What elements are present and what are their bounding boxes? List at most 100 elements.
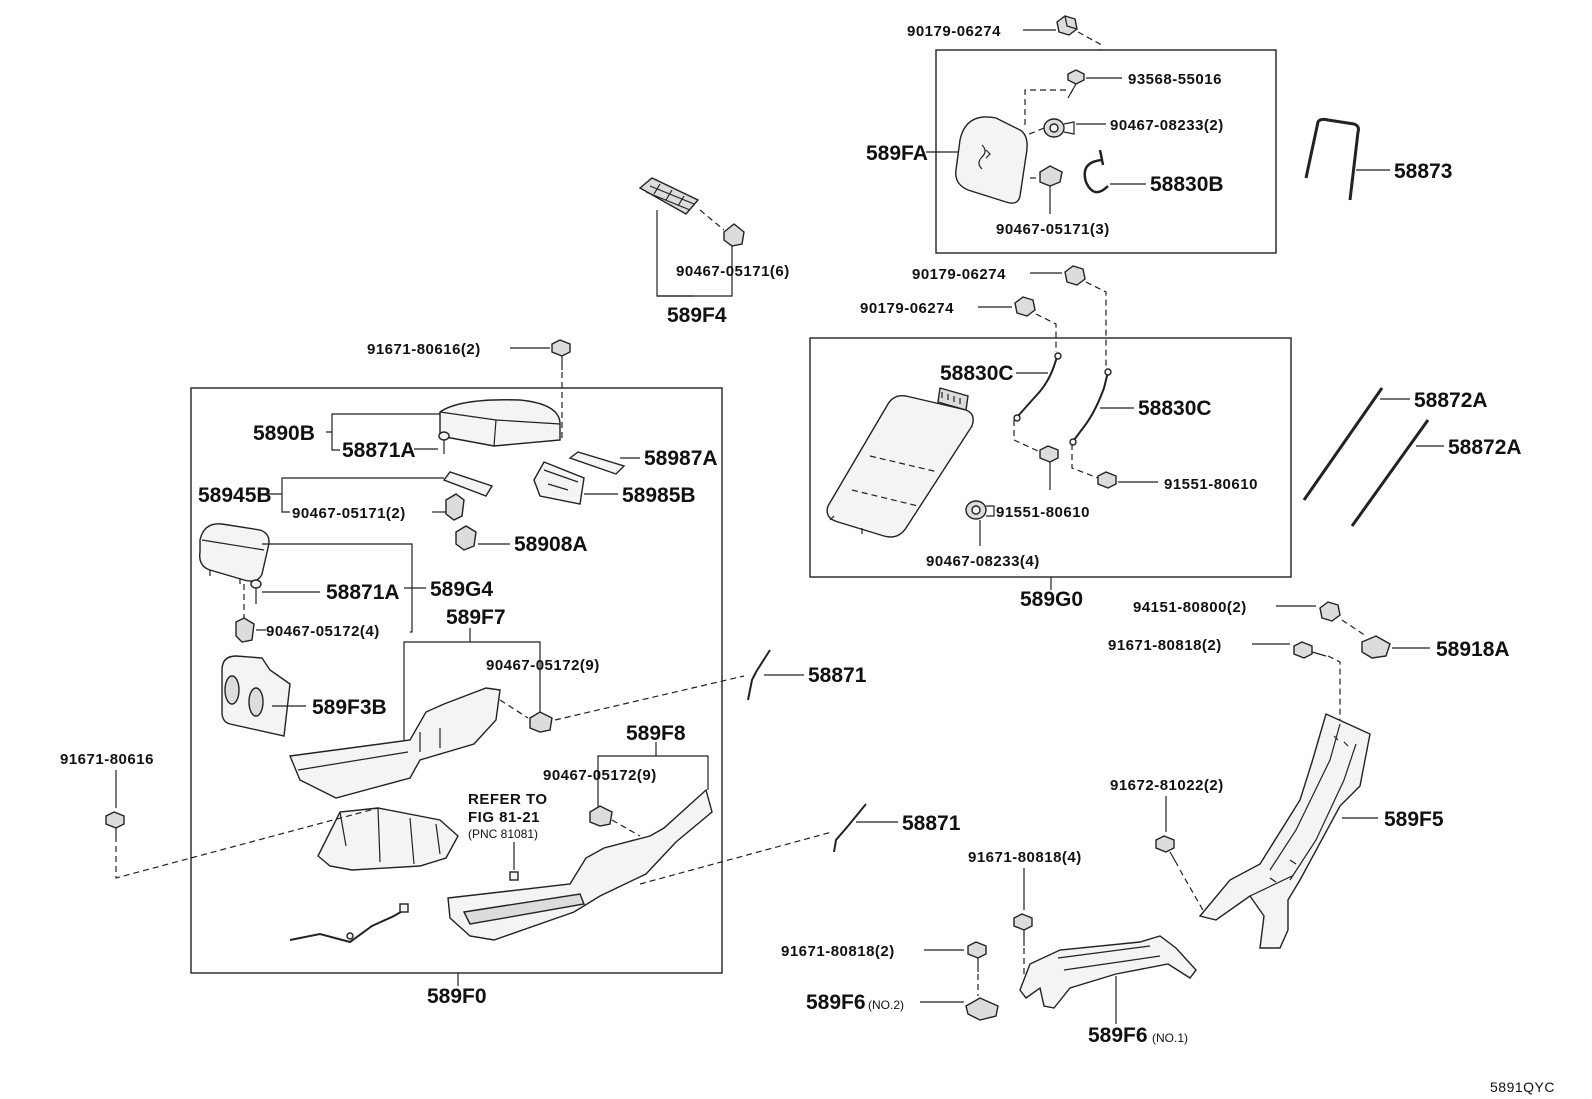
label-589G0: 589G0 bbox=[1020, 588, 1083, 611]
part-90467-08233-2[interactable] bbox=[1043, 118, 1075, 138]
label-90467-05172-4: 90467-05172(4) bbox=[266, 623, 380, 640]
label-589F6-no1-suffix: (NO.1) bbox=[1152, 1031, 1188, 1045]
label-58918A: 58918A bbox=[1436, 638, 1510, 661]
part-91551-80610-a[interactable] bbox=[1039, 445, 1059, 490]
part-58872A-rod-a[interactable] bbox=[1302, 387, 1384, 501]
part-58830C-cable-b[interactable] bbox=[1069, 368, 1112, 446]
part-589F5-bracket[interactable] bbox=[1198, 713, 1371, 949]
part-94151-80800-2[interactable] bbox=[1319, 601, 1341, 622]
part-90467-05171-3[interactable] bbox=[1039, 165, 1063, 214]
label-589F4: 589F4 bbox=[667, 304, 727, 327]
part-58871A-pin-b[interactable] bbox=[250, 579, 262, 604]
part-harness[interactable] bbox=[289, 903, 409, 944]
part-58945B-strip[interactable] bbox=[442, 471, 494, 497]
part-90179-06274-c[interactable] bbox=[1014, 296, 1036, 317]
part-58830C-cable-a[interactable] bbox=[1013, 352, 1062, 422]
label-90467-05171-2: 90467-05171(2) bbox=[292, 505, 406, 522]
part-90467-05172-9b[interactable] bbox=[589, 805, 613, 827]
part-90467-05171-6[interactable] bbox=[723, 223, 745, 247]
label-58830C-a: 58830C bbox=[940, 362, 1014, 385]
part-58918A-clip[interactable] bbox=[1361, 635, 1391, 659]
label-589F0: 589F0 bbox=[427, 985, 487, 1008]
part-589F4-switch[interactable] bbox=[638, 177, 700, 215]
label-589F5: 589F5 bbox=[1384, 808, 1444, 831]
part-589F8-console-side[interactable] bbox=[447, 788, 713, 941]
label-91671-80616: 91671-80616 bbox=[60, 751, 154, 768]
label-58871-b: 58871 bbox=[902, 812, 961, 835]
label-589F6-no1: 589F6 bbox=[1088, 1024, 1148, 1047]
refer-note-line2: FIG 81-21 bbox=[468, 809, 540, 826]
part-93568-55016[interactable] bbox=[1067, 69, 1085, 99]
part-58830B-ring[interactable] bbox=[1083, 149, 1109, 194]
label-90467-05172-9b: 90467-05172(9) bbox=[543, 767, 657, 784]
label-58908A: 58908A bbox=[514, 533, 588, 556]
part-58873-rod[interactable] bbox=[1304, 117, 1360, 201]
part-91671-80616-2-bolt[interactable] bbox=[551, 339, 571, 370]
part-589F7-console-side[interactable] bbox=[289, 687, 501, 799]
part-90467-05172-4[interactable] bbox=[235, 617, 255, 643]
label-90467-05171-6: 90467-05171(6) bbox=[676, 263, 790, 280]
label-91671-80616-2: 91671-80616(2) bbox=[367, 341, 481, 358]
label-58871-a: 58871 bbox=[808, 664, 867, 687]
part-58871A-pin-a[interactable] bbox=[438, 431, 450, 454]
label-94151-80800-2: 94151-80800(2) bbox=[1133, 599, 1247, 616]
part-589G0-armrest[interactable] bbox=[826, 387, 974, 538]
label-58830B: 58830B bbox=[1150, 173, 1224, 196]
label-589F3B: 589F3B bbox=[312, 696, 387, 719]
part-589G4-box[interactable] bbox=[199, 523, 270, 584]
part-91671-80818-2a[interactable] bbox=[1293, 641, 1327, 659]
label-91551-80610-b: 91551-80610 bbox=[1164, 476, 1258, 493]
label-90467-05171-3: 90467-05171(3) bbox=[996, 221, 1110, 238]
figure-code: 5891QYC bbox=[1490, 1079, 1555, 1095]
part-58987A-bar[interactable] bbox=[568, 451, 626, 475]
refer-note-line1: REFER TO bbox=[468, 791, 548, 808]
label-90179-06274-c: 90179-06274 bbox=[860, 300, 954, 317]
label-93568-55016: 93568-55016 bbox=[1128, 71, 1222, 88]
part-91672-81022-2[interactable] bbox=[1155, 835, 1179, 867]
part-589F6-no2-plate[interactable] bbox=[965, 997, 999, 1021]
part-console-base[interactable] bbox=[317, 807, 459, 871]
label-91672-81022-2: 91672-81022(2) bbox=[1110, 777, 1224, 794]
part-58871-wire-b[interactable] bbox=[833, 803, 867, 853]
label-91551-80610-a: 91551-80610 bbox=[996, 504, 1090, 521]
label-58873: 58873 bbox=[1394, 160, 1452, 183]
part-90467-05172-9a[interactable] bbox=[529, 711, 553, 733]
part-589F3B-panel[interactable] bbox=[221, 655, 291, 737]
label-58830C-b: 58830C bbox=[1138, 397, 1212, 420]
label-589F6-no2: 589F6 bbox=[806, 991, 866, 1014]
part-refer-connector[interactable] bbox=[509, 871, 519, 881]
part-589FA-cover[interactable] bbox=[955, 116, 1028, 204]
label-589F8: 589F8 bbox=[626, 722, 686, 745]
label-90467-08233-2: 90467-08233(2) bbox=[1110, 117, 1224, 134]
part-58908A-clip[interactable] bbox=[455, 525, 477, 551]
label-90179-06274-top: 90179-06274 bbox=[907, 23, 1001, 40]
part-5890B-lid[interactable] bbox=[439, 399, 561, 447]
label-589F6-no2-suffix: (NO.2) bbox=[868, 998, 904, 1012]
part-91551-80610-b[interactable] bbox=[1097, 471, 1117, 489]
part-90467-05171-2[interactable] bbox=[445, 493, 465, 521]
label-90467-05172-9a: 90467-05172(9) bbox=[486, 657, 600, 674]
label-58871A-b: 58871A bbox=[326, 581, 400, 604]
part-90179-06274-top[interactable] bbox=[1056, 15, 1078, 36]
label-90179-06274-b: 90179-06274 bbox=[912, 266, 1006, 283]
label-91671-80818-2b: 91671-80818(2) bbox=[781, 943, 895, 960]
part-58871-wire-a[interactable] bbox=[747, 649, 771, 701]
label-58872A-a: 58872A bbox=[1414, 389, 1488, 412]
part-58985B-bracket[interactable] bbox=[533, 461, 585, 505]
part-90179-06274-b[interactable] bbox=[1064, 265, 1086, 286]
group-box-589F0 bbox=[190, 387, 723, 974]
label-58985B: 58985B bbox=[622, 484, 696, 507]
part-91671-80818-4[interactable] bbox=[1013, 913, 1033, 946]
part-91671-80818-2b[interactable] bbox=[967, 941, 987, 972]
label-58945B: 58945B bbox=[198, 484, 272, 507]
label-91671-80818-2a: 91671-80818(2) bbox=[1108, 637, 1222, 654]
part-589F6-no1-bracket[interactable] bbox=[1019, 935, 1197, 1009]
label-58871A-a: 58871A bbox=[342, 439, 416, 462]
part-91671-80616-bolt[interactable] bbox=[105, 811, 125, 842]
part-90467-08233-4[interactable] bbox=[965, 500, 995, 546]
label-589FA: 589FA bbox=[866, 142, 928, 165]
label-5890B: 5890B bbox=[253, 422, 315, 445]
part-58872A-rod-b[interactable] bbox=[1350, 419, 1430, 527]
label-58872A-b: 58872A bbox=[1448, 436, 1522, 459]
